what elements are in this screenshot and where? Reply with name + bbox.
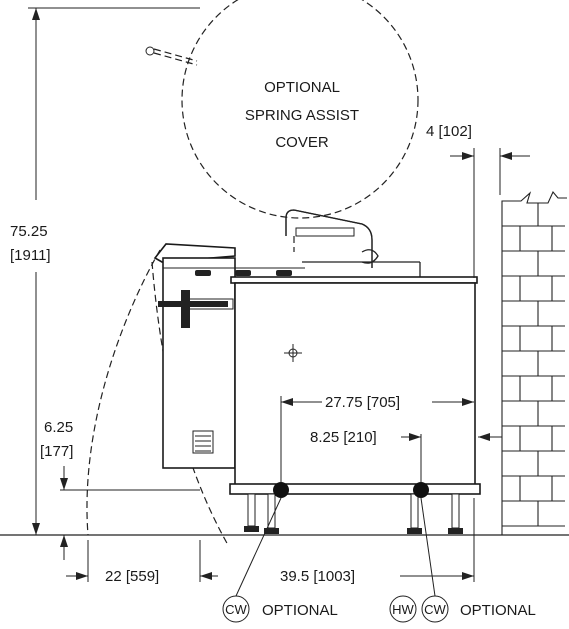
cover-label-line1: OPTIONAL — [264, 79, 340, 96]
kettle-rear-housing — [153, 243, 305, 469]
cover-label-line3: COVER — [275, 134, 329, 151]
tilt-swing-arc — [86, 249, 161, 536]
hw-cw-callout: HW CW OPTIONAL — [389, 595, 536, 623]
optional-right-label: OPTIONAL — [460, 602, 536, 619]
overall-depth-label: 39.5 [1003] — [280, 568, 355, 585]
cw2-callout-text: CW — [424, 602, 446, 617]
cw-callout-text: CW — [225, 602, 247, 617]
hot-cold-water-inlet-dot — [413, 482, 429, 498]
height-dimension-inches: 75.25 — [10, 223, 48, 240]
hw-callout-text: HW — [392, 602, 414, 617]
height-dimension-mm: [1911] — [10, 247, 51, 264]
drain-offset-dimension: 27.75 [705] — [280, 394, 474, 482]
optional-left-label: OPTIONAL — [262, 602, 338, 619]
tilt-handle — [158, 290, 234, 328]
kettle-front-cabinet — [229, 276, 481, 495]
front-reach-label: 22 [559] — [105, 568, 159, 585]
spring-assist-cover: OPTIONAL SPRING ASSIST COVER — [145, 0, 419, 219]
wall-clearance-arrow — [478, 433, 502, 441]
rear-gap-dimension: 4 [102] — [426, 123, 530, 278]
hw-cw-leader-line — [420, 497, 436, 597]
height-dimension: 75.25 [1911] — [10, 7, 200, 535]
floor-clearance-dimension: 6.25 [177] — [40, 419, 200, 560]
faucet — [285, 209, 421, 278]
kettle-legs — [244, 493, 463, 534]
cw-callout: CW OPTIONAL — [222, 595, 338, 623]
floor-clearance-inches: 6.25 — [44, 419, 73, 436]
floor-clearance-mm: [177] — [40, 443, 73, 460]
inlet-spacing-label: 8.25 [210] — [310, 429, 377, 446]
inlet-spacing-dimension: 8.25 [210] — [310, 429, 422, 482]
cover-label-line2: SPRING ASSIST — [245, 107, 359, 124]
cold-water-inlet-dot — [273, 482, 289, 498]
rear-gap-label: 4 [102] — [426, 123, 472, 140]
bottom-dimensions: 22 [559] 39.5 [1003] — [66, 498, 475, 585]
drain-offset-label: 27.75 [705] — [325, 394, 400, 411]
brick-wall — [501, 190, 567, 535]
cw-leader-line — [235, 497, 282, 597]
